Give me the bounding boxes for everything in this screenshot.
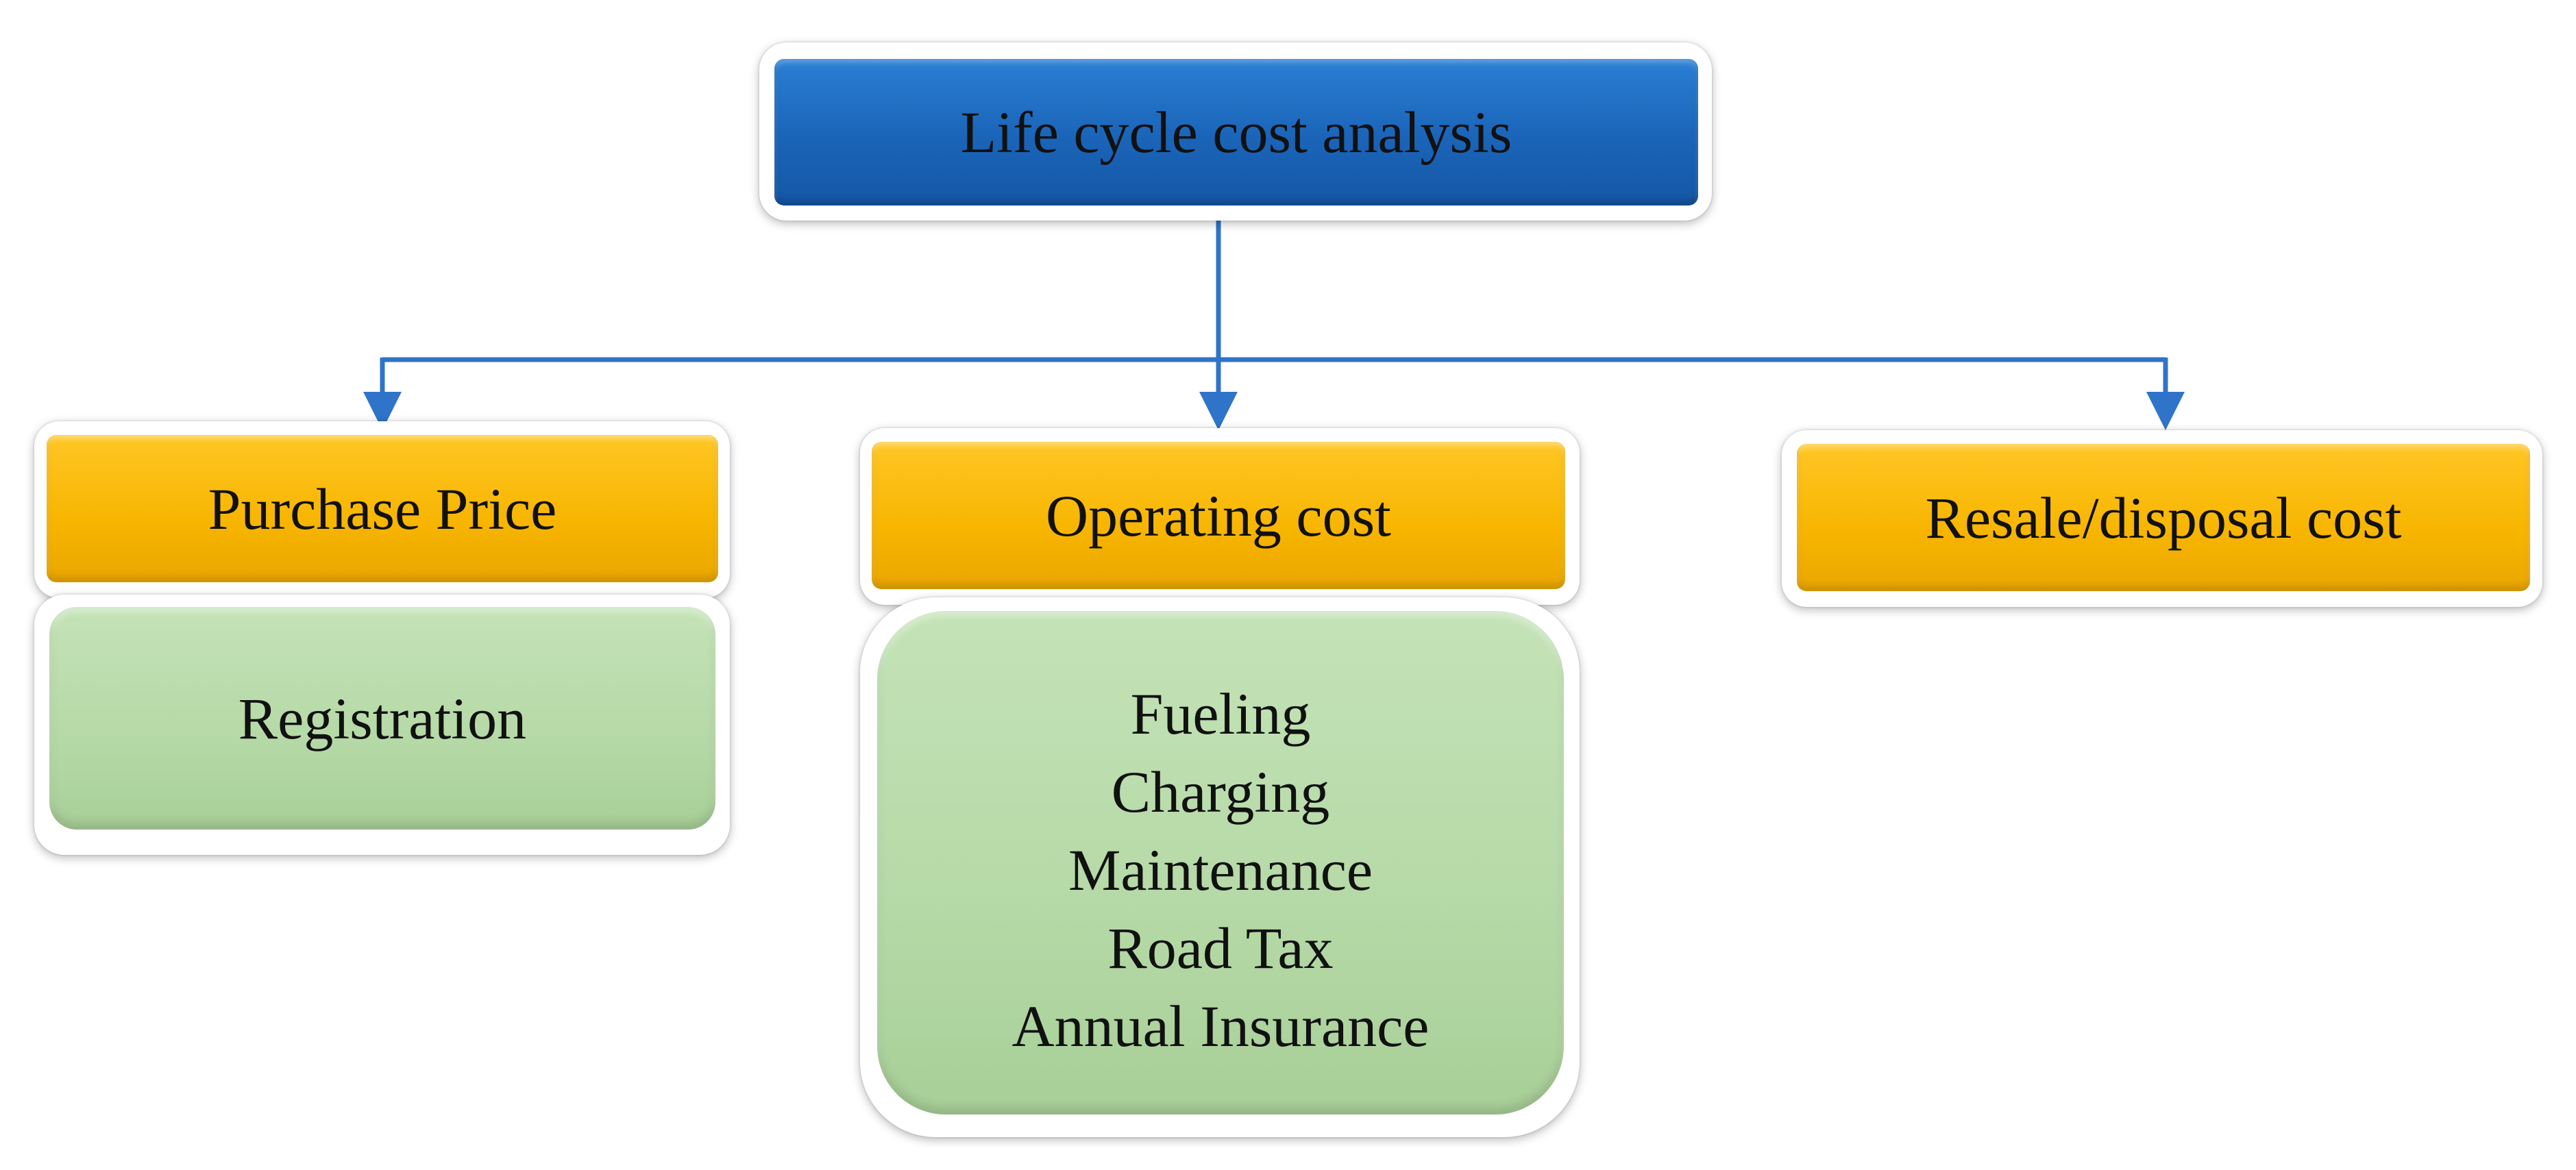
detail-road-tax: Road Tax (1107, 914, 1334, 981)
purchase-price-box: Purchase Price (47, 435, 718, 582)
detail-fueling: Fueling (1130, 680, 1311, 747)
root-box: Life cycle cost analysis (774, 59, 1698, 206)
root-box-label: Life cycle cost analysis (960, 99, 1512, 165)
operating-cost-label: Operating cost (1046, 482, 1391, 549)
resale-disposal-box: Resale/disposal cost (1797, 444, 2530, 591)
detail-annual-insurance: Annual Insurance (1011, 993, 1430, 1059)
registration-label: Registration (238, 685, 527, 751)
operating-details-box: Fueling Charging Maintenance Road Tax An… (877, 611, 1564, 1115)
detail-charging: Charging (1111, 758, 1330, 825)
resale-disposal-label: Resale/disposal cost (1925, 484, 2402, 551)
registration-box: Registration (49, 607, 715, 830)
detail-maintenance: Maintenance (1068, 836, 1373, 903)
purchase-price-label: Purchase Price (208, 475, 557, 542)
operating-cost-box: Operating cost (872, 442, 1565, 589)
